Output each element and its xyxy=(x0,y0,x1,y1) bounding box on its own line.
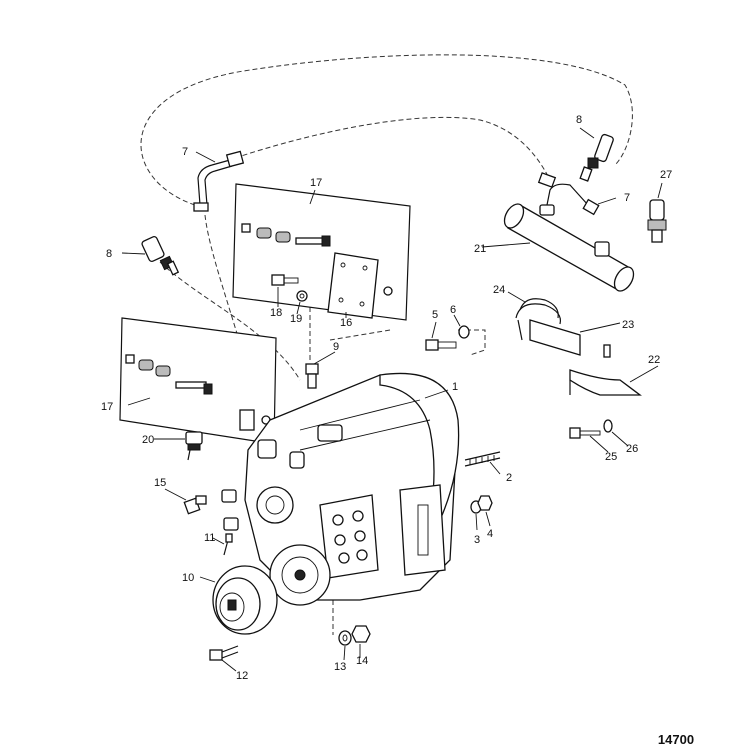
callout-5: 5 xyxy=(432,309,438,321)
kit-sleeve-icon xyxy=(256,227,272,239)
drawing-code: 14700 xyxy=(658,732,694,747)
hose-fitting-kit-panel-lower xyxy=(119,317,277,445)
transmission-housing xyxy=(221,372,460,606)
callout-4: 4 xyxy=(487,528,493,540)
callout-11: 11 xyxy=(204,532,215,544)
hose-elbow-fitting-left xyxy=(193,150,245,212)
coupling-pin xyxy=(223,533,233,556)
callout-15: 15 xyxy=(154,477,166,489)
output-coupling xyxy=(212,565,278,635)
lower-nut xyxy=(351,625,371,643)
callout-leaders xyxy=(121,127,663,672)
callout-21: 21 xyxy=(474,243,486,255)
callout-7-right: 7 xyxy=(624,192,630,204)
callout-18: 18 xyxy=(270,307,282,319)
callout-10: 10 xyxy=(182,572,194,584)
callout-14: 14 xyxy=(356,655,368,667)
kit-o-ring-icon xyxy=(241,223,251,233)
cooler-bracket xyxy=(569,344,642,396)
callout-2: 2 xyxy=(506,472,512,484)
callout-17-lower: 17 xyxy=(101,401,113,413)
coupling-screw xyxy=(209,645,239,661)
callout-27: 27 xyxy=(660,169,672,181)
callout-8-left: 8 xyxy=(106,248,112,260)
callout-6: 6 xyxy=(450,304,456,316)
callout-16: 16 xyxy=(340,317,352,329)
plate-screw xyxy=(271,274,299,286)
bracket-screw xyxy=(569,427,601,439)
mount-screw xyxy=(425,339,457,351)
hose-fitting-kit-panel-upper xyxy=(232,183,411,321)
bracket-washer xyxy=(603,419,613,433)
callout-22: 22 xyxy=(648,354,660,366)
callout-9: 9 xyxy=(333,341,339,353)
pressure-sender xyxy=(647,199,667,243)
cover-plate xyxy=(327,252,379,319)
callout-7-left: 7 xyxy=(182,146,188,158)
cooler-pad xyxy=(529,319,581,356)
hose-adapter-fitting xyxy=(305,363,319,389)
callout-12: 12 xyxy=(236,670,248,682)
callout-19: 19 xyxy=(290,313,302,325)
callout-13: 13 xyxy=(334,661,346,673)
mounting-stud xyxy=(464,451,501,467)
callout-20: 20 xyxy=(142,434,154,446)
lower-washer xyxy=(338,630,352,646)
callout-3: 3 xyxy=(474,534,480,546)
callout-23: 23 xyxy=(622,319,634,331)
callout-24: 24 xyxy=(493,284,505,296)
callout-26: 26 xyxy=(626,443,638,455)
plate-washer xyxy=(296,290,308,302)
oil-cooler xyxy=(503,172,635,292)
callout-17-upper: 17 xyxy=(310,177,322,189)
stud-nut xyxy=(477,495,493,511)
pressure-switch xyxy=(185,431,203,461)
temperature-sender-right xyxy=(579,133,614,182)
callout-labels: 1 2 3 4 5 6 7 7 8 8 9 10 11 12 13 14 15 … xyxy=(101,114,672,682)
callout-1: 1 xyxy=(452,381,458,393)
hose-clamp xyxy=(515,298,562,341)
mount-washer xyxy=(458,325,470,339)
callout-8-right: 8 xyxy=(576,114,582,126)
temperature-sender-left xyxy=(141,235,180,276)
callout-25: 25 xyxy=(605,451,617,463)
drain-plug xyxy=(183,495,207,515)
